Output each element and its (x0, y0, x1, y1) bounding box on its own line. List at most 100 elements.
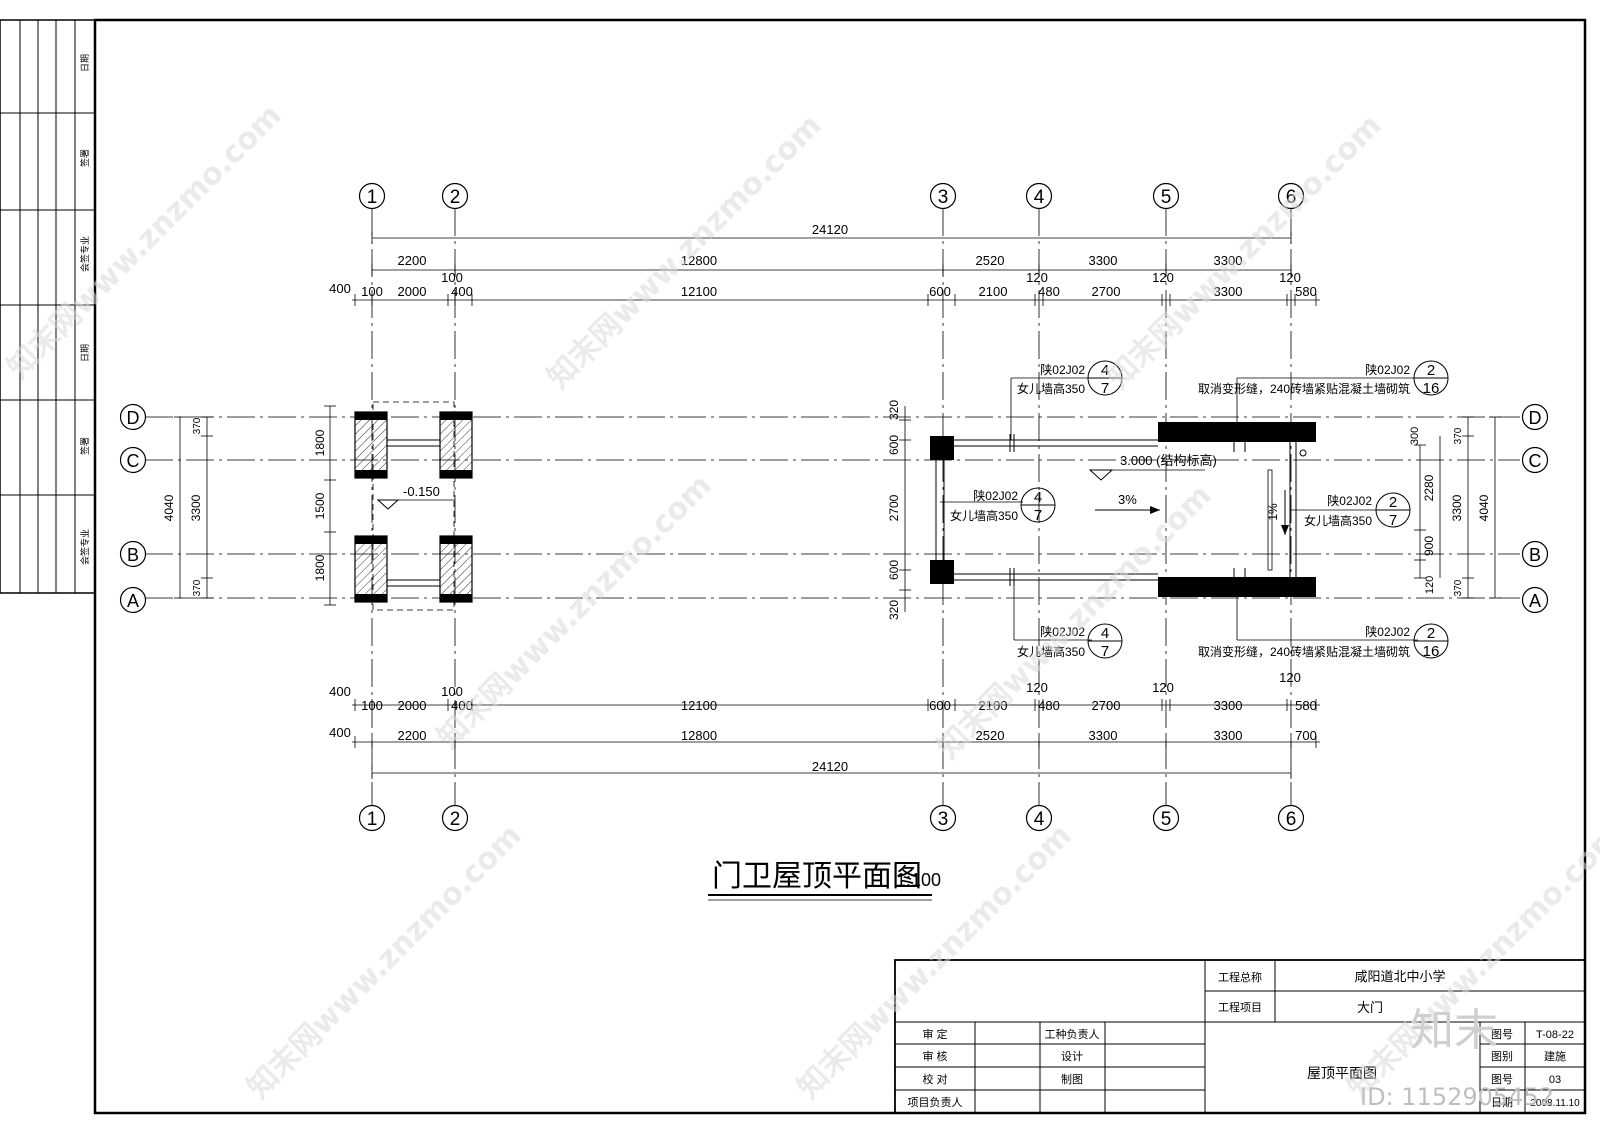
dimension-mid-text: 320 600 2700 600 320 (887, 400, 901, 620)
svg-text:600: 600 (887, 435, 901, 455)
svg-text:图别: 图别 (1491, 1050, 1513, 1063)
svg-text:120: 120 (1026, 270, 1048, 285)
svg-text:知末网www.znzmo.com: 知末网www.znzmo.com (541, 108, 829, 396)
svg-text:4: 4 (1034, 187, 1045, 208)
svg-text:2700: 2700 (887, 494, 901, 521)
svg-text:2200: 2200 (398, 253, 427, 268)
sheet-title: 屋顶平面图 (1307, 1065, 1377, 1081)
gate-pier-lower-right (439, 535, 473, 603)
project-name: 咸阳道北中小学 (1354, 969, 1445, 984)
strip-label-1: 日期 (80, 54, 90, 72)
svg-text:4040: 4040 (162, 494, 176, 521)
strip-label-2: 签署 (79, 149, 90, 167)
svg-text:C: C (1529, 451, 1542, 471)
svg-text:400: 400 (329, 684, 351, 699)
svg-text:320: 320 (887, 600, 901, 620)
gate-pier-upper-right (439, 411, 473, 479)
svg-text:2: 2 (1427, 625, 1435, 642)
svg-text:日期: 日期 (1491, 1096, 1513, 1109)
svg-text:12100: 12100 (681, 698, 717, 713)
strip-label-3: 会签专业 (79, 236, 90, 272)
title-block: 工程总称 咸阳道北中小学 工程项目 大门 审 定 审 核 校 对 项目负责人 工… (894, 959, 1586, 1114)
svg-text:4: 4 (1034, 489, 1042, 506)
svg-text:审 核: 审 核 (922, 1049, 947, 1063)
svg-text:12800: 12800 (681, 728, 717, 743)
svg-text:6: 6 (1286, 809, 1297, 830)
svg-text:12800: 12800 (681, 253, 717, 268)
callout-4: 2 7 陕02J02 女儿墙高350 (1290, 492, 1411, 529)
axis-bubbles: 1 2 3 4 5 6 1 2 3 4 5 6 D C B A D C B A (119, 182, 1549, 832)
gate-pier-lower-left (354, 535, 388, 603)
svg-text:2520: 2520 (976, 728, 1005, 743)
axis-bubble-4-top: 4 (1025, 182, 1053, 210)
svg-text:2000: 2000 (398, 698, 427, 713)
slope-side: 1% (1266, 503, 1280, 521)
svg-text:120: 120 (1152, 680, 1174, 695)
svg-text:知末网www.znzmo.com: 知末网www.znzmo.com (1101, 108, 1389, 396)
axis-bubble-D-left: D (119, 403, 147, 431)
svg-text:3: 3 (938, 187, 949, 208)
svg-text:370: 370 (192, 417, 203, 434)
svg-text:700: 700 (1295, 728, 1317, 743)
svg-text:3300: 3300 (1089, 728, 1118, 743)
gate-pier-upper-left (354, 411, 388, 479)
axis-bubble-C-left: C (119, 446, 147, 474)
svg-text:知末网www.znzmo.com: 知末网www.znzmo.com (431, 468, 719, 756)
svg-text:100: 100 (441, 684, 463, 699)
axis-bubble-B-left: B (119, 540, 147, 568)
svg-text:400: 400 (451, 284, 473, 299)
svg-text:7: 7 (1389, 512, 1397, 529)
callout-3: 4 7 陕02J02 女儿墙高350 (940, 487, 1056, 524)
svg-text:7: 7 (1034, 507, 1042, 524)
svg-text:120: 120 (1152, 270, 1174, 285)
svg-text:校 对: 校 对 (922, 1072, 947, 1086)
svg-text:知末网www.znzmo.com: 知末网www.znzmo.com (241, 818, 529, 1106)
dimension-lines-bottom (352, 699, 1320, 779)
svg-text:B: B (127, 545, 139, 565)
svg-text:图号: 图号 (1491, 1073, 1513, 1086)
svg-text:2520: 2520 (976, 253, 1005, 268)
axis-bubble-C-right: C (1521, 446, 1549, 474)
svg-text:A: A (1529, 591, 1541, 611)
svg-text:2: 2 (1427, 362, 1435, 379)
callout-1: 4 7 陕02J02 女儿墙高350 (1010, 360, 1123, 440)
callout-5: 4 7 陕02J02 女儿墙高350 (1013, 580, 1123, 660)
svg-text:2200: 2200 (398, 728, 427, 743)
svg-text:1800: 1800 (313, 429, 327, 456)
svg-text:4040: 4040 (1477, 494, 1491, 521)
dim-top-overall: 24120 (812, 222, 848, 237)
svg-text:7: 7 (1101, 643, 1109, 660)
watermark-id: ID: 1152905452 (1360, 1083, 1554, 1111)
svg-text:B: B (1529, 545, 1541, 565)
drawing-title: 门卫屋顶平面图 1:100 (708, 860, 941, 901)
dimension-left-text: 4040 3300 370 370 1800 1500 1800 (162, 417, 327, 596)
plan-scale: 1:100 (896, 870, 941, 890)
dimension-mid (899, 406, 911, 612)
svg-text:建施: 建施 (1544, 1049, 1566, 1063)
svg-text:A: A (127, 591, 139, 611)
svg-text:120: 120 (1279, 270, 1301, 285)
svg-text:3: 3 (938, 809, 949, 830)
svg-text:370: 370 (192, 579, 203, 596)
svg-text:600: 600 (887, 560, 901, 580)
svg-text:2700: 2700 (1092, 698, 1121, 713)
svg-text:400: 400 (329, 281, 351, 296)
svg-text:3300: 3300 (1214, 253, 1243, 268)
project-item: 大门 (1357, 1000, 1383, 1015)
svg-text:480: 480 (1038, 698, 1060, 713)
axis-bubble-3-bottom: 3 (929, 804, 957, 832)
dim-bottom-overall: 24120 (812, 759, 848, 774)
svg-text:陕02J02: 陕02J02 (1327, 493, 1372, 508)
svg-text:580: 580 (1295, 698, 1317, 713)
svg-text:3300: 3300 (1089, 253, 1118, 268)
axis-bubble-2-top: 2 (441, 182, 469, 210)
svg-text:2700: 2700 (1092, 284, 1121, 299)
svg-text:设计: 设计 (1061, 1050, 1083, 1063)
label-project-item: 工程项目 (1218, 1001, 1262, 1014)
svg-text:900: 900 (1422, 536, 1436, 556)
svg-text:12100: 12100 (681, 284, 717, 299)
svg-text:120: 120 (1026, 680, 1048, 695)
svg-text:D: D (1529, 408, 1542, 428)
svg-text:1500: 1500 (313, 492, 327, 519)
